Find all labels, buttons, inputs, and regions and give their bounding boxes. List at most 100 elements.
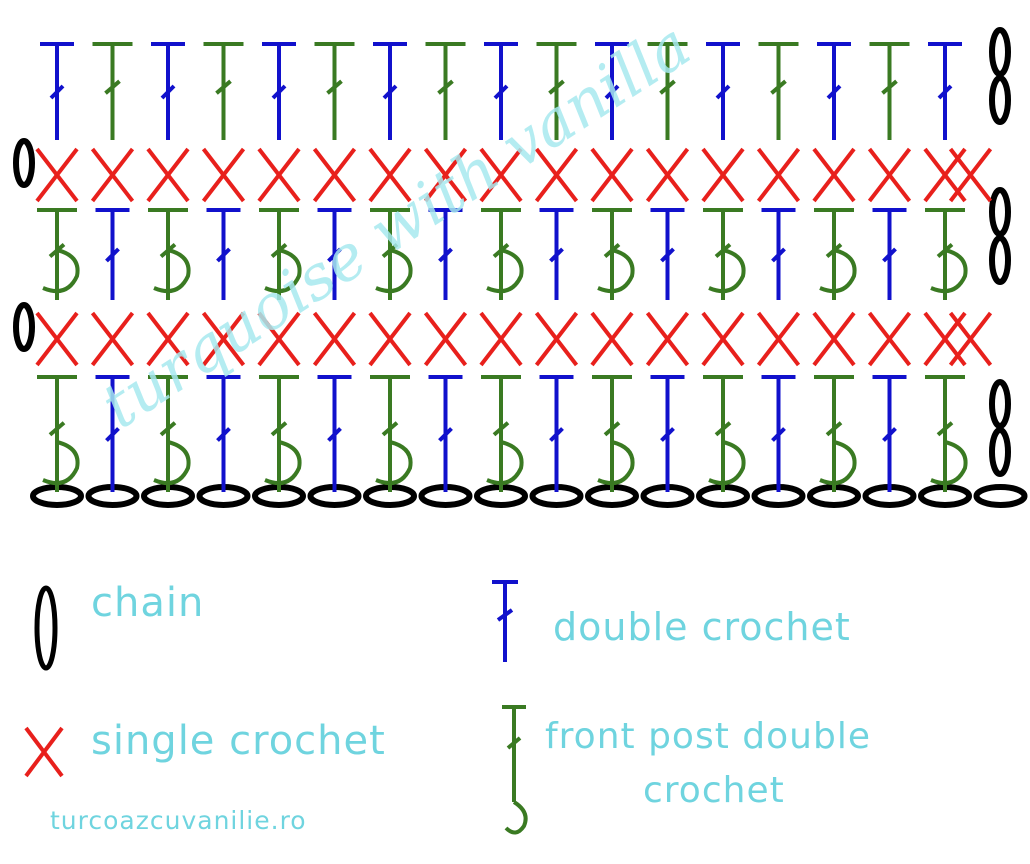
single-crochet-stroke [479,147,523,203]
double-crochet-tick [327,247,342,263]
double-crochet-tick [438,247,453,263]
single-crochet-stroke [645,311,690,367]
fpdc-tick [714,421,732,437]
fpdc-tick [881,79,898,95]
fpdc-tick [825,421,843,437]
single-crochet-stroke [645,147,690,203]
fpdc-hook [42,248,80,293]
crochet-chart: turquoise with vanilla [13,8,1028,508]
fpdc-tick [159,421,177,437]
double-crochet-tick [882,427,897,442]
double-crochet-tick [49,84,65,100]
single-crochet-stroke [35,311,79,367]
single-crochet-stroke [701,147,745,203]
double-crochet-tick [216,247,231,263]
front-post-double-crochet-icon [502,705,528,835]
single-crochet-stroke [812,147,856,203]
single-crochet-stroke [146,147,190,203]
fpdc-tick [104,79,121,95]
turning-chain [13,302,35,352]
fpdc-hook [486,248,524,293]
double-crochet-tick [660,247,675,263]
double-crochet-tick [549,247,564,263]
single-crochet-stroke [257,311,301,367]
single-crochet-stroke [756,147,801,203]
single-crochet-stroke [423,311,468,367]
double-crochet-tick [271,84,287,100]
single-crochet-stroke [368,147,412,203]
site-url: turcoazcuvanilie.ro [50,806,307,835]
double-crochet-tick [105,427,120,442]
single-crochet-stroke [201,311,246,367]
fpdc-hook [42,440,80,485]
fpdc-hook [819,440,857,485]
single-crochet-stroke [812,311,856,367]
turning-chain [989,427,1011,477]
fpdc-tick [326,79,343,95]
double-crochet-tick [604,84,620,100]
single-crochet-stroke [90,311,135,367]
fpdc-tick [603,421,621,437]
legend-fpdc-label-line2: crochet [643,770,785,811]
fpdc-hook [597,440,635,485]
single-crochet-stroke [948,311,993,367]
turning-chain [989,379,1011,429]
turning-chain [989,235,1011,285]
double-crochet-tick [382,84,398,100]
fpdc-tick [659,79,676,95]
turning-chain [989,75,1011,125]
double-crochet-tick [771,247,786,263]
single-crochet-stroke [948,147,993,203]
fpdc-hook [375,440,413,485]
double-crochet-tick [438,427,453,442]
turning-chain [989,27,1011,77]
fpdc-tick [770,79,787,95]
single-crochet-stroke [867,147,912,203]
single-crochet-stroke [368,311,412,367]
single-crochet-stroke [590,147,634,203]
fpdc-hook [708,248,746,293]
single-crochet-stroke [90,147,135,203]
chain-stitch [973,484,1028,508]
fpdc-hook [153,440,191,485]
double-crochet-tick [882,247,897,263]
fpdc-hook [819,248,857,293]
single-crochet-stroke [257,147,301,203]
single-crochet-stroke [35,147,79,203]
fpdc-hook [708,440,746,485]
single-crochet-stroke [201,147,246,203]
fpdc-tick [381,421,399,437]
single-crochet-stroke [312,147,357,203]
fpdc-tick [48,421,66,437]
single-crochet-stroke [479,311,523,367]
turning-chain [989,187,1011,237]
double-crochet-icon [492,580,518,662]
single-crochet-stroke [701,311,745,367]
double-crochet-tick [216,427,231,442]
single-crochet-stroke [423,147,468,203]
legend-double-crochet-label: double crochet [553,605,851,649]
legend-chain-label: chain [91,580,205,626]
fpdc-hook [375,248,413,293]
double-crochet-tick [826,84,842,100]
double-crochet-tick [493,84,509,100]
double-crochet-tick [937,84,953,100]
fpdc-hook [597,248,635,293]
fpdc-tick [437,79,454,95]
single-crochet-stroke [146,311,190,367]
double-crochet-tick [660,427,675,442]
single-crochet-stroke [590,311,634,367]
fpdc-hook [930,440,968,485]
legend-fpdc-label-line1: front post double [545,716,871,757]
fpdc-tick [215,79,232,95]
single-crochet-stroke [534,147,579,203]
single-crochet-stroke [312,311,357,367]
single-crochet-stroke [867,311,912,367]
double-crochet-tick [549,427,564,442]
double-crochet-tick [715,84,731,100]
fpdc-hook [930,248,968,293]
fpdc-tick [548,79,565,95]
double-crochet-tick [327,427,342,442]
single-crochet-stroke [534,311,579,367]
double-crochet-tick [160,84,176,100]
